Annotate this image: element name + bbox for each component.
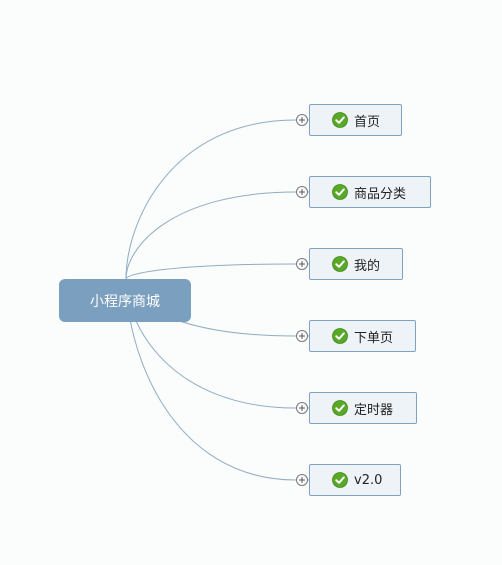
expand-toggle-icon[interactable] xyxy=(296,114,308,126)
child-node[interactable]: 首页 xyxy=(309,104,402,136)
check-circle-icon xyxy=(332,328,348,344)
check-circle-icon xyxy=(332,256,348,272)
child-node-label: 下单页 xyxy=(354,330,394,346)
root-node-label: 小程序商城 xyxy=(90,293,160,310)
connector-line xyxy=(125,119,297,280)
child-node-label: 商品分类 xyxy=(354,186,407,202)
expand-toggle-icon[interactable] xyxy=(296,186,308,198)
check-circle-icon xyxy=(332,472,348,488)
child-node[interactable]: 我的 xyxy=(309,248,403,280)
child-node[interactable]: v2.0 xyxy=(309,464,401,496)
connector-line xyxy=(125,263,297,280)
child-node-label: 首页 xyxy=(354,114,381,130)
child-node[interactable]: 下单页 xyxy=(309,320,416,352)
check-circle-icon xyxy=(332,400,348,416)
expand-toggle-icon[interactable] xyxy=(296,402,308,414)
root-node[interactable]: 小程序商城 xyxy=(59,279,191,322)
child-node[interactable]: 商品分类 xyxy=(309,176,431,208)
connector-line xyxy=(125,191,297,280)
expand-toggle-icon[interactable] xyxy=(296,258,308,270)
check-circle-icon xyxy=(332,112,348,128)
child-node[interactable]: 定时器 xyxy=(309,392,417,424)
expand-toggle-icon[interactable] xyxy=(296,330,308,342)
expand-toggle-icon[interactable] xyxy=(296,474,308,486)
check-circle-icon xyxy=(332,184,348,200)
child-node-label: v2.0 xyxy=(354,472,383,488)
child-node-label: 我的 xyxy=(354,258,381,274)
child-node-label: 定时器 xyxy=(354,402,394,418)
